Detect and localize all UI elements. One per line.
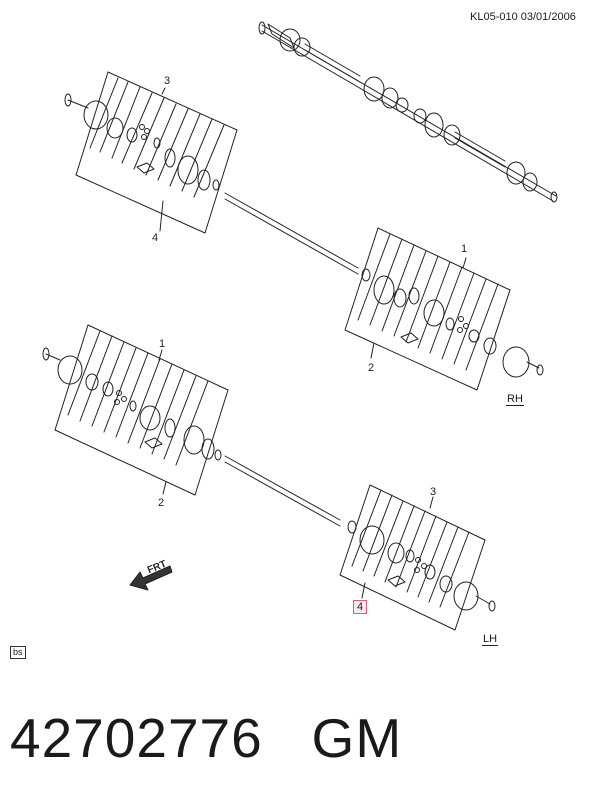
upper-right-joint-group xyxy=(344,227,544,391)
callout-3-upper-left: 3 xyxy=(164,75,171,87)
bs-tag: bs xyxy=(10,646,26,659)
callout-1-lower-left: 1 xyxy=(159,338,166,350)
part-number-footer: 42702776 GM xyxy=(10,707,403,769)
assembled-shaft-overview xyxy=(258,21,558,203)
callout-3-lower-right: 3 xyxy=(430,486,437,498)
diagram-reference-code: KL05-010 03/01/2006 xyxy=(470,11,576,23)
lower-left-joint-group xyxy=(42,324,341,527)
front-direction-arrow xyxy=(129,565,173,591)
lower-right-joint-group xyxy=(339,484,496,631)
lh-side-label: LH xyxy=(482,633,499,646)
callout-4-upper-left: 4 xyxy=(152,232,159,244)
callout-1-upper-right: 1 xyxy=(461,243,468,255)
upper-left-joint-group xyxy=(64,71,359,275)
callout-2-upper-right: 2 xyxy=(368,362,375,374)
callout-2-lower-left: 2 xyxy=(158,497,165,509)
callout-4-lower-right-highlighted[interactable]: 4 xyxy=(353,600,368,614)
rh-side-label: RH xyxy=(506,393,524,406)
